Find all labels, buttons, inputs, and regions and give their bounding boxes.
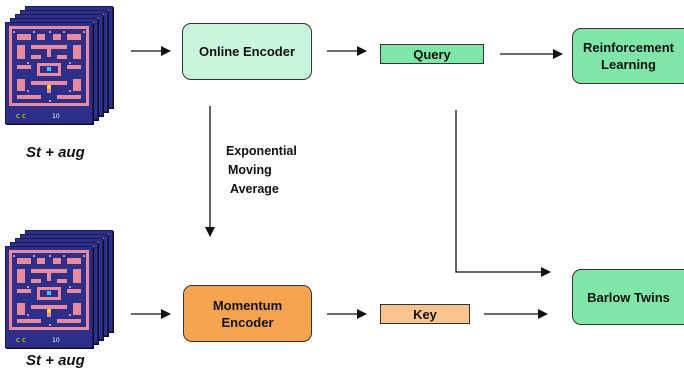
input-frame-stack-top: c c 10 c c 10 [5,6,115,126]
online-encoder-label: Online Encoder [198,44,296,59]
input-caption-bottom: St + aug [26,352,85,369]
reinforcement-learning-label: Reinforcement Learning [582,40,675,72]
barlow-twins-label: Barlow Twins [587,289,670,305]
svg-text:c c: c c [16,336,26,344]
key-box: Key [380,304,470,324]
reinforcement-learning-box: Reinforcement Learning [572,28,684,84]
svg-text:c c: c c [16,112,26,120]
ema-label: Exponential Moving Average [226,144,297,196]
pacman-frame-icon: c c 10 [5,246,93,348]
input-frame-stack-bottom: c c 10 c c 10 [5,230,115,350]
query-box: Query [380,44,484,64]
arrow-query-to-barlow [455,110,551,277]
key-label: Key [413,306,437,322]
momentum-encoder-label: Momentum Encoder [212,297,283,330]
momentum-encoder-box: Momentum Encoder [183,285,312,342]
query-label: Query [413,46,451,62]
input-caption-top: St + aug [26,144,85,161]
svg-text:10: 10 [52,337,60,344]
barlow-twins-box: Barlow Twins [572,269,684,325]
svg-text:10: 10 [52,113,60,120]
pacman-frame-icon: c c 10 [5,22,93,124]
online-encoder-box: Online Encoder [182,23,312,80]
